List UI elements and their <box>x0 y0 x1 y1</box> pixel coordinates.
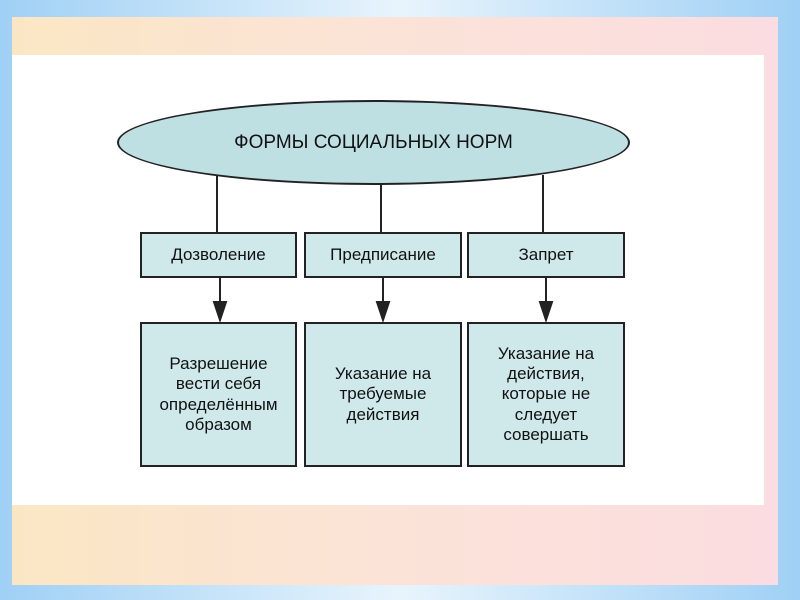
description-box-permission: Разрешение вести себя определённым образ… <box>140 322 297 467</box>
form-description: Разрешение вести себя определённым образ… <box>159 353 278 434</box>
form-description: Указание на требуемые действия <box>334 363 432 424</box>
form-box-permission: Дозволение <box>140 232 297 278</box>
description-box-prohibition: Указание на действия, которые не следует… <box>467 322 625 467</box>
title-oval: ФОРМЫ СОЦИАЛЬНЫХ НОРМ <box>117 100 630 185</box>
form-name: Предписание <box>330 245 436 264</box>
form-box-prohibition: Запрет <box>467 232 625 278</box>
form-name: Дозволение <box>171 245 266 264</box>
arrow-down-icon <box>375 301 391 324</box>
form-name: Запрет <box>518 245 574 264</box>
arrow-down-icon <box>212 301 228 324</box>
arrow-down-icon <box>538 301 554 324</box>
description-box-prescription: Указание на требуемые действия <box>304 322 462 467</box>
diagram-title: ФОРМЫ СОЦИАЛЬНЫХ НОРМ <box>234 131 513 153</box>
form-description: Указание на действия, которые не следует… <box>497 343 595 445</box>
form-box-prescription: Предписание <box>304 232 462 278</box>
